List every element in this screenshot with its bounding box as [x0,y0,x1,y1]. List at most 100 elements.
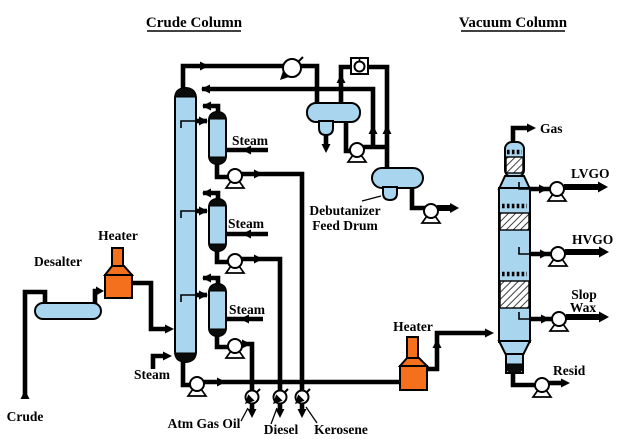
vacuum-heater-roof [397,357,430,367]
stripper2-steam-label: Steam [228,216,265,231]
flow-arrow [240,314,249,324]
pipe-diesel-rundown [241,256,283,390]
packing-band-mid [499,212,530,231]
debutanizer-feed-drum-boot [382,186,398,202]
debutanizer-label-line1: Debutanizer [309,203,380,218]
crude-column-title: Crude Column [146,15,243,31]
flow-arrow [202,273,211,283]
flow-arrow [247,409,257,418]
stripper1-bottom-cap [208,156,227,165]
stripper2-shell [208,198,227,252]
flow-arrow [201,84,210,94]
flow-arrow [336,74,346,83]
draw-tray-3 [180,294,195,302]
desalter-label: Desalter [34,254,82,269]
pump-icon [346,142,368,163]
bottom-steam-label: Steam [134,367,171,382]
instrument-dial [353,60,366,73]
packing-band-low [499,280,530,309]
overhead-control-valve [280,56,304,80]
vacuum-heater-label: Heater [393,319,433,334]
flow-arrow [275,409,285,418]
crude-feed-label: Crude [7,409,44,424]
atm-gas-oil-label: Atm Gas Oil [168,416,241,431]
debutanizer-feed-drum [361,167,424,202]
pipe-stripper2-bottoms [214,249,229,265]
pump-icon [548,311,570,332]
flow-arrow [165,324,174,334]
flow-arrow [382,125,392,134]
flow-arrow [321,144,331,153]
stripper3-bottom-cap [208,328,227,337]
crude-heater-body [104,274,133,299]
stripper2-bottom-cap [208,243,227,252]
flow-arrow [485,328,494,338]
vacuum-column [497,141,532,374]
flow-arrow [20,390,30,399]
pump-icon [224,253,246,274]
lvgo-draw-tray [518,182,529,190]
lvgo-label: LVGO [571,166,610,181]
slopwax-label-line1: Slop [571,287,597,302]
label-leaders [240,406,318,425]
flow-arrow [217,377,226,387]
debutanizer-label-line2: Feed Drum [312,218,378,233]
valve-arrowhead [245,394,255,404]
stripper3-steam-label: Steam [229,302,266,317]
pump-icon [546,181,568,202]
flow-arrow [599,246,609,258]
flow-arrow [202,101,211,111]
stripper1-steam-label: Steam [232,133,269,148]
text-layer: Crude Column Vacuum Column Heater Desalt… [7,15,614,437]
desalter-shell [34,302,102,320]
pump-icon [531,377,553,398]
kerosene-label: Kerosene [314,422,368,437]
packing-band-top [505,156,524,174]
slopwax-label-line2: Wax [570,300,597,315]
stripper3-top-cap [208,283,227,292]
valve-arrowhead [273,394,283,404]
debutanizer-leader-line [361,195,382,202]
vacuum-column-lower-taper [497,340,532,356]
draw-tray-2 [180,210,195,218]
crude-heater-roof [102,265,135,276]
pump-icon [420,203,442,224]
stripper3-shell [208,283,227,337]
vacuum-column-bottom-cap [505,363,524,374]
desalter-vessel [34,302,102,320]
flow-arrow [202,188,211,198]
crude-column-bottom-cap [174,352,197,363]
pipe-resid-outlet [510,370,537,388]
crude-column-top-cap [174,87,197,98]
pipe-bottom-steam [150,353,164,369]
stripper1-shell [208,111,227,165]
slopwax-draw-tray [518,312,529,320]
pipe-stripper1-bottoms [214,162,229,180]
flow-arrow [561,378,570,388]
flow-arrow [527,123,536,133]
stripper2-top-cap [208,198,227,207]
flow-arrow [598,181,608,193]
rundown-control-valves [244,388,311,405]
flow-arrow [254,254,263,264]
control-valve-icon [282,58,302,78]
pump-icon [224,168,246,189]
atm-gas-oil-leader [240,407,249,422]
flow-arrow [539,184,548,194]
flow-arrow [297,409,307,418]
diesel-leader [270,407,278,425]
vacuum-heater-body [399,365,428,391]
side-strippers [208,111,227,337]
pipe-stripper3-bottoms [214,334,228,350]
flow-arrow [432,339,442,348]
flow-arrow [450,203,459,213]
flow-arrows-layer [20,61,609,418]
resid-label: Resid [553,363,586,378]
flow-arrow [199,290,208,300]
stripper1-top-cap [208,111,227,120]
flow-arrow [199,116,208,126]
pipe-column-feed [132,280,166,332]
vacuum-heater-stack [406,336,419,359]
pipe-column-bottoms [180,358,191,388]
